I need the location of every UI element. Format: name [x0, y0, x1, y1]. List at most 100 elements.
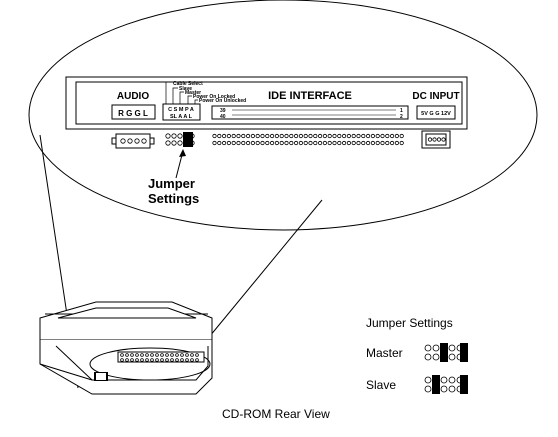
ide-pin — [217, 133, 222, 139]
legend-jumper-pin — [424, 353, 432, 361]
drive-pin — [175, 358, 179, 362]
legend-title: Jumper Settings — [366, 316, 453, 330]
audio-pin — [127, 138, 133, 144]
ide-pin — [346, 140, 351, 146]
ide-pin — [322, 133, 327, 139]
ide-pin — [332, 133, 337, 139]
ide-interface-label: IDE INTERFACE — [268, 90, 352, 102]
ide-pin — [269, 140, 275, 146]
jumper-header — [165, 132, 195, 147]
ide-pin — [341, 133, 347, 139]
ide-pin — [231, 133, 236, 139]
jumper-pin-names: C S M P A — [168, 107, 194, 113]
drive-pin — [140, 353, 144, 357]
ide-pin — [375, 140, 380, 146]
drive-pin — [130, 358, 134, 362]
ide-pin — [289, 140, 294, 146]
ide-pin — [389, 133, 395, 139]
legend-jumper-pin — [448, 353, 456, 361]
ide-pin — [337, 140, 342, 146]
jumper-pin — [171, 140, 177, 146]
jumper-pin — [165, 133, 171, 139]
drive-pin — [155, 358, 159, 362]
drive-pin — [185, 358, 189, 362]
ide-pin — [231, 140, 236, 146]
drive-pin — [170, 353, 174, 357]
drive-pin — [150, 358, 154, 362]
ide-pin — [303, 140, 308, 146]
ide-pin — [241, 140, 246, 146]
drive-pin — [120, 358, 124, 362]
legend-jumper-pin — [440, 376, 448, 384]
dc-input-label: DC INPUT — [412, 91, 459, 102]
ide-pin — [293, 140, 299, 146]
ide-pin — [284, 140, 289, 146]
legend-slave-jumper-icon — [424, 375, 468, 394]
drive-pin — [125, 353, 129, 357]
drive-pin — [195, 358, 199, 362]
ide-pin — [351, 133, 356, 139]
ide-pin — [361, 133, 366, 139]
ide-pin — [293, 133, 299, 139]
drive-pin — [145, 358, 149, 362]
ide-pin — [284, 133, 289, 139]
legend-jumper-cap — [460, 375, 468, 394]
audio-label: AUDIO — [117, 91, 149, 102]
jumper-callout-line2: Settings — [148, 191, 200, 206]
callout-line-cable-select — [165, 81, 172, 104]
drive-pin — [170, 358, 174, 362]
ide-pin — [308, 133, 313, 139]
ide-pin — [346, 133, 351, 139]
ide-pin — [380, 133, 385, 139]
ide-pin — [246, 133, 251, 139]
ide-pin — [399, 133, 404, 139]
dc-pin — [427, 137, 433, 142]
ide-pin — [279, 133, 284, 139]
audio-connector-label-box — [111, 104, 156, 120]
dc-pin-label-box — [416, 105, 456, 120]
legend-jumper-cap — [460, 343, 468, 362]
drive-pin — [165, 358, 169, 362]
ide-pin — [274, 133, 279, 139]
dc-pin-labels: 5V G G 12V — [421, 111, 451, 117]
legend-row-slave-label: Slave — [366, 378, 397, 392]
ide-pin — [250, 133, 255, 139]
jumper-pin — [171, 133, 177, 139]
legend-jumper-pin — [448, 344, 456, 352]
ide-pin — [351, 140, 356, 146]
ide-pin — [279, 140, 284, 146]
jumper-pin — [177, 140, 183, 146]
callout-line-power-on-locked — [187, 95, 192, 104]
jumper-cap — [183, 132, 193, 147]
drive-pin — [140, 358, 144, 362]
ide-pin — [317, 133, 323, 139]
drive-pin — [135, 358, 139, 362]
callout-line-slave — [172, 87, 178, 104]
callout-power-on-locked: Power On Locked — [193, 94, 235, 100]
audio-pin — [120, 138, 126, 144]
ide-pin — [255, 140, 260, 146]
ide-pin — [365, 140, 371, 146]
ide-pin — [222, 140, 227, 146]
dc-pin — [432, 137, 437, 142]
figure-caption: CD-ROM Rear View — [222, 407, 330, 421]
legend-jumper-pin — [448, 385, 456, 393]
ide-pin — [246, 140, 251, 146]
drive-pin — [150, 353, 154, 357]
ide-pin — [380, 140, 385, 146]
legend-jumper-pin — [424, 344, 432, 352]
ide-pin — [313, 133, 318, 139]
drive-pin — [195, 353, 199, 357]
audio-pin — [141, 138, 147, 144]
drive-pin — [175, 353, 179, 357]
legend-jumper-pin — [432, 344, 440, 352]
jumper-pointer-arrowhead — [179, 149, 186, 157]
ide-pin — [298, 140, 303, 146]
drive-pin — [120, 353, 124, 357]
legend-master-jumper-icon — [424, 343, 468, 362]
ide-pin — [394, 140, 399, 146]
ide-pin — [250, 140, 255, 146]
callout-line-master — [179, 91, 184, 104]
ide-pin — [399, 140, 404, 146]
